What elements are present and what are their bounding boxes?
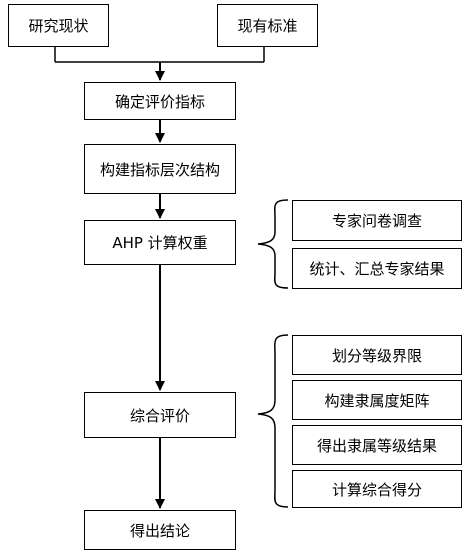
node-label: 专家问卷调查 xyxy=(331,212,422,230)
node-build-hierarchy: 构建指标层次结构 xyxy=(84,144,236,194)
node-eval-substep-2: 构建隶属度矩阵 xyxy=(292,380,462,420)
node-ahp-substep-2: 统计、汇总专家结果 xyxy=(292,248,462,289)
node-eval-substep-1: 划分等级界限 xyxy=(292,335,462,375)
node-label: 得出隶属等级结果 xyxy=(316,436,437,455)
node-label: 划分等级界限 xyxy=(331,346,422,365)
node-label: AHP 计算权重 xyxy=(112,234,208,252)
node-comprehensive-eval: 综合评价 xyxy=(84,392,236,438)
node-label: 统计、汇总专家结果 xyxy=(309,260,445,278)
node-label: 构建指标层次结构 xyxy=(99,160,220,179)
node-existing-standards: 现有标准 xyxy=(217,4,318,47)
node-eval-substep-3: 得出隶属等级结果 xyxy=(292,425,462,465)
node-label: 研究现状 xyxy=(28,17,89,35)
node-label: 现有标准 xyxy=(237,17,298,35)
node-conclusion: 得出结论 xyxy=(84,510,236,550)
node-eval-substep-4: 计算综合得分 xyxy=(292,470,462,508)
node-ahp-substep-1: 专家问卷调查 xyxy=(292,200,462,241)
node-label: 构建隶属度矩阵 xyxy=(324,391,430,410)
node-ahp-weights: AHP 计算权重 xyxy=(84,220,236,265)
eval-brace xyxy=(257,334,289,508)
ahp-brace xyxy=(257,199,289,289)
node-label: 确定评价指标 xyxy=(114,92,205,111)
node-label: 计算综合得分 xyxy=(331,480,422,499)
node-research-status: 研究现状 xyxy=(8,4,109,47)
node-determine-indicators: 确定评价指标 xyxy=(84,82,236,120)
node-label: 得出结论 xyxy=(129,521,190,540)
node-label: 综合评价 xyxy=(129,406,190,425)
